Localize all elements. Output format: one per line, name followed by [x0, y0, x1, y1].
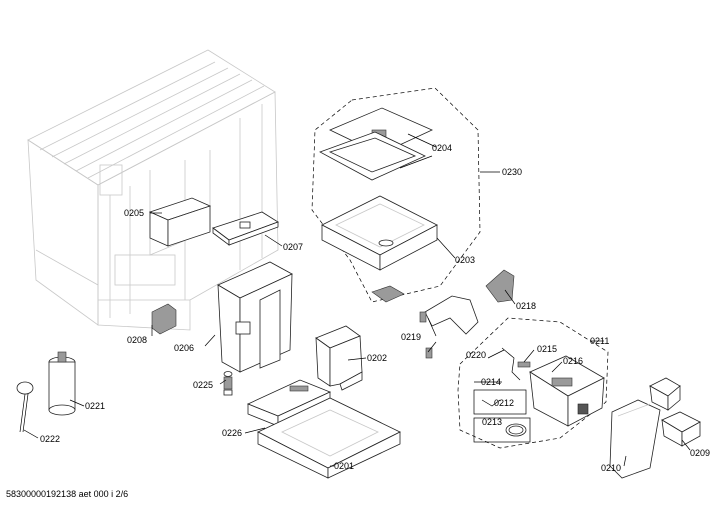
housing-frame [27, 49, 279, 331]
label-0201: 0201 [334, 461, 354, 471]
label-0216: 0216 [563, 356, 583, 366]
label-0204: 0204 [432, 143, 452, 153]
group-0230-dashed-boundary [311, 87, 481, 303]
label-0208: 0208 [127, 335, 147, 345]
part-0212-0214-box [473, 389, 527, 415]
part-0204-lid [319, 107, 433, 181]
part-0221-cylinder [48, 351, 76, 416]
label-0218: 0218 [516, 301, 536, 311]
part-0210-panel [609, 399, 661, 479]
part-0218-lever [485, 269, 515, 303]
group-0211-dashed-boundary [457, 317, 609, 449]
part-0207-plate [212, 211, 279, 246]
label-0203: 0203 [455, 255, 475, 265]
label-0206: 0206 [174, 343, 194, 353]
part-0219-bracket [419, 295, 479, 359]
part-0213-seal [473, 417, 531, 443]
part-0208-clip [151, 303, 177, 335]
label-0225: 0225 [193, 380, 213, 390]
part-0209-block [649, 377, 701, 447]
label-0222: 0222 [40, 434, 60, 444]
label-0221: 0221 [85, 401, 105, 411]
label-0226: 0226 [222, 428, 242, 438]
label-0211: 0211 [590, 336, 609, 346]
part-hopper-clip [371, 285, 405, 303]
part-0205-container [148, 197, 212, 247]
label-0219: 0219 [401, 332, 421, 342]
label-0230: 0230 [502, 167, 522, 177]
part-0203-hopper [321, 195, 438, 271]
label-0215: 0215 [537, 344, 557, 354]
label-0214: 0214 [481, 377, 501, 387]
part-0225-valve [223, 371, 233, 396]
label-0210: 0210 [601, 463, 621, 473]
leader-lines [23, 133, 691, 467]
label-0202: 0202 [367, 353, 387, 363]
part-0206-water-tank [217, 261, 293, 373]
part-0202-duct [315, 325, 363, 391]
part-0220-spring-lever [501, 347, 521, 381]
part-0215-pin [517, 361, 531, 368]
part-0222-spoon [16, 381, 34, 433]
part-labels: 0204 0230 0205 0207 0203 0218 0208 0206 … [40, 143, 710, 473]
label-0213: 0213 [482, 417, 502, 427]
part-0216-brew-unit [529, 355, 605, 427]
label-0212: 0212 [494, 398, 514, 408]
document-id: 58300000192138 aet 000 i 2/6 [6, 489, 129, 499]
label-0205: 0205 [124, 208, 144, 218]
label-0207: 0207 [283, 242, 303, 252]
label-0220: 0220 [466, 350, 486, 360]
label-0209: 0209 [690, 448, 710, 458]
part-0201-base [257, 397, 401, 479]
